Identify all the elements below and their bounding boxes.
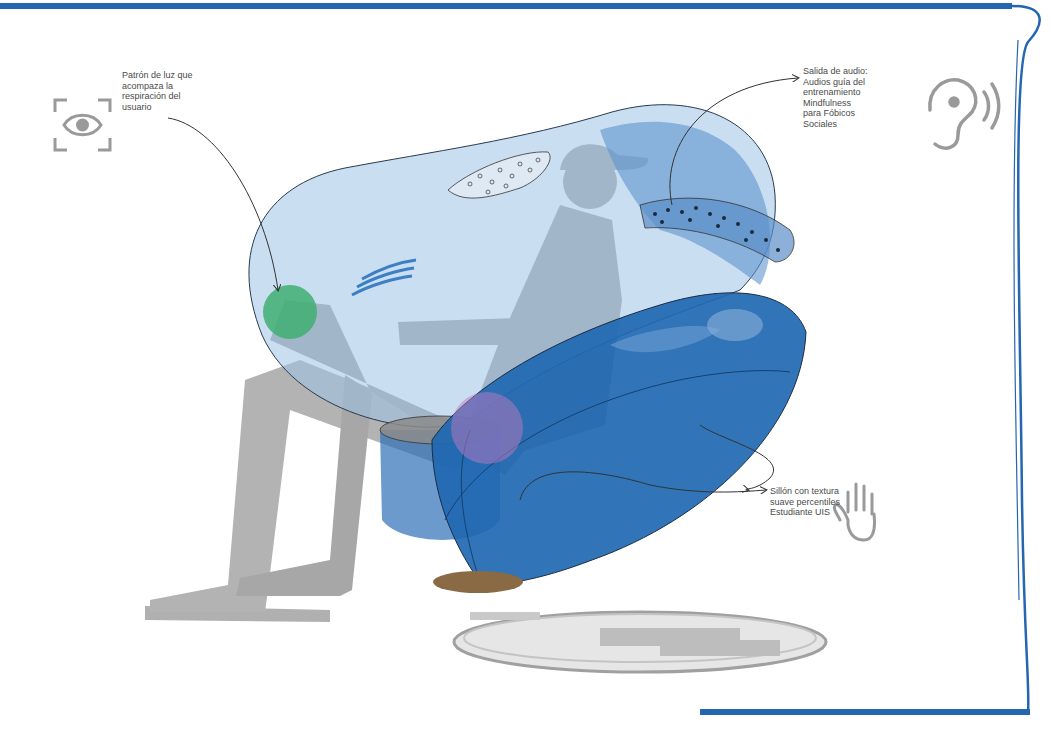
bracket <box>98 100 110 112</box>
eye-outline <box>64 115 101 135</box>
annotation-label: Patrón de luz que acompaza la respiració… <box>122 70 194 112</box>
chair-bowl <box>432 293 806 584</box>
dot <box>688 218 692 222</box>
dot <box>722 216 726 220</box>
annotation-label: Sillón con textura suave percentiles Est… <box>770 486 844 518</box>
dot <box>498 168 502 172</box>
dot <box>744 238 748 242</box>
eye-icon <box>55 100 110 150</box>
dot <box>510 174 514 178</box>
dot <box>680 210 684 214</box>
stripe <box>362 260 416 279</box>
dot <box>708 212 712 216</box>
bracket <box>55 100 67 112</box>
dot <box>694 206 698 210</box>
dot <box>486 190 490 194</box>
floor-platform <box>454 612 826 672</box>
dot <box>490 180 494 184</box>
platform-detail <box>600 628 780 656</box>
speaker-dots <box>653 206 780 252</box>
ear-icon <box>930 80 999 148</box>
dot <box>528 168 532 172</box>
dot <box>468 182 472 186</box>
dot <box>764 238 768 242</box>
frame-top <box>0 3 1012 9</box>
leader-line <box>520 472 766 500</box>
speaker-left <box>448 152 550 198</box>
ear-outline <box>930 80 976 148</box>
dot <box>653 212 657 216</box>
eye-pupil <box>78 120 88 130</box>
finger <box>871 494 874 514</box>
shell-stripes <box>352 260 416 295</box>
armrest-hole <box>707 309 763 341</box>
frame-bottom <box>700 709 1030 715</box>
hand-icon <box>834 484 874 540</box>
frame-right-inner <box>1014 40 1019 600</box>
chair-base <box>433 571 523 593</box>
dot <box>776 248 780 252</box>
bracket <box>98 138 110 150</box>
palm <box>834 504 874 540</box>
dot <box>666 208 670 212</box>
sound-wave <box>984 92 989 120</box>
speaker-dots <box>468 158 540 194</box>
bracket <box>55 138 67 150</box>
dot <box>660 220 664 224</box>
armrest-cut <box>610 326 720 352</box>
ear-inner <box>950 98 958 106</box>
dot <box>716 224 720 228</box>
dot <box>536 158 540 162</box>
frame-right <box>1012 6 1040 712</box>
light-pattern <box>451 392 523 464</box>
platform-detail <box>470 612 540 620</box>
finger <box>855 484 858 510</box>
leader-line <box>670 78 798 205</box>
finger <box>847 492 850 512</box>
dot <box>478 174 482 178</box>
dot <box>736 222 740 226</box>
sound-wave <box>992 84 999 128</box>
light-pattern <box>263 285 317 339</box>
speaker-right <box>640 198 794 262</box>
floor-ring <box>464 614 816 662</box>
dot <box>518 162 522 166</box>
leader-line <box>168 118 278 290</box>
dot <box>504 184 508 188</box>
chair-edge <box>445 371 790 520</box>
finger <box>863 486 866 510</box>
leader-line <box>700 425 774 490</box>
dot <box>750 230 754 234</box>
annotation-label: Salida de audio: Audios guía del entrena… <box>803 66 871 129</box>
